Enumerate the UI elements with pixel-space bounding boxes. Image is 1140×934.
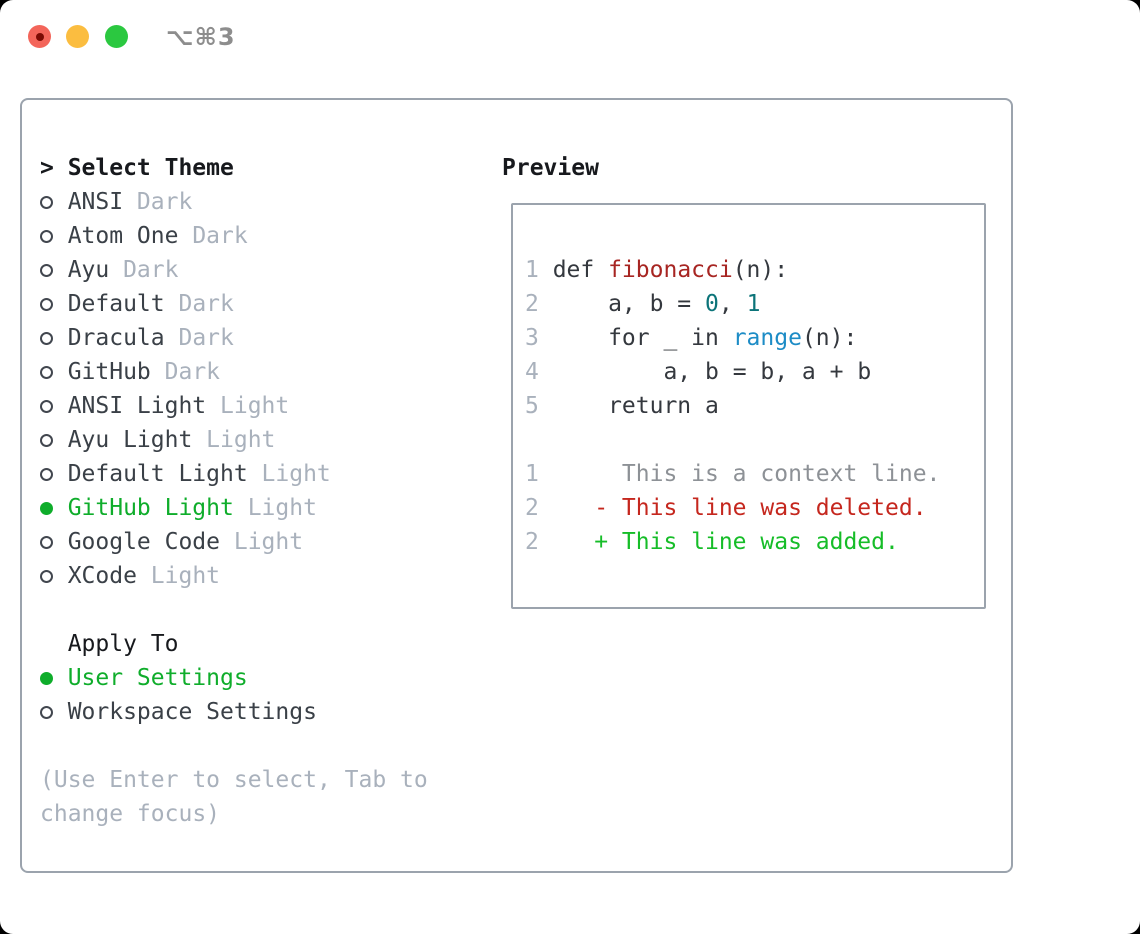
radio-icon <box>40 229 53 243</box>
blank-line <box>525 423 974 457</box>
spacer <box>40 729 428 763</box>
theme-option-ansi-light[interactable]: ANSI Light Light <box>40 389 428 423</box>
apply-to-title: Apply To <box>67 631 179 657</box>
number-literal: 0 <box>705 291 719 317</box>
theme-option-github-light[interactable]: GitHub Light Light <box>40 491 428 525</box>
radio-icon-selected <box>40 671 53 685</box>
diff-plus-marker: + <box>594 529 609 555</box>
theme-option-github-dark[interactable]: GitHub Dark <box>40 355 428 389</box>
theme-option-google-code[interactable]: Google Code Light <box>40 525 428 559</box>
radio-icon <box>40 535 53 549</box>
function-name: fibonacci <box>608 257 733 283</box>
line-number: 4 <box>525 359 539 385</box>
theme-option-atom-one-dark[interactable]: Atom One Dark <box>40 219 428 253</box>
window-shortcut-label: ⌥⌘3 <box>166 23 236 51</box>
apply-option-workspace-settings[interactable]: Workspace Settings <box>40 695 428 729</box>
line-number: 1 <box>525 461 539 487</box>
theme-option-dracula-dark[interactable]: Dracula Dark <box>40 321 428 355</box>
radio-icon <box>40 263 53 277</box>
minimize-button[interactable] <box>66 25 89 48</box>
select-theme-title: Select Theme <box>67 155 234 181</box>
radio-icon <box>40 331 53 345</box>
builtin-name: range <box>732 325 802 351</box>
radio-icon <box>40 195 53 209</box>
code-line-2: 2 a, b = 0, 1 <box>525 287 974 321</box>
code-line-5: 5 return a <box>525 389 974 423</box>
line-number: 5 <box>525 393 539 419</box>
theme-list: > Select Theme ANSI Dark Atom One Dark A… <box>40 151 428 831</box>
code-line-4: 4 a, b = b, a + b <box>525 355 974 389</box>
radio-icon <box>40 467 53 481</box>
titlebar: ⌥⌘3 <box>0 0 1140 74</box>
theme-option-default-light[interactable]: Default Light Light <box>40 457 428 491</box>
radio-icon <box>40 365 53 379</box>
prompt-icon: > <box>40 155 54 181</box>
code-line-3: 3 for _ in range(n): <box>525 321 974 355</box>
theme-option-ayu-dark[interactable]: Ayu Dark <box>40 253 428 287</box>
diff-added-line: 2+This line was added. <box>525 525 974 559</box>
help-text-line-2: change focus) <box>40 801 221 827</box>
preview-title: Preview <box>502 155 599 181</box>
line-number: 2 <box>525 291 539 317</box>
diff-deleted-line: 2-This line was deleted. <box>525 491 974 525</box>
theme-option-default-dark[interactable]: Default Dark <box>40 287 428 321</box>
apply-option-user-settings[interactable]: User Settings <box>40 661 428 695</box>
theme-option-ansi-dark[interactable]: ANSI Dark <box>40 185 428 219</box>
radio-icon <box>40 705 53 719</box>
radio-icon <box>40 569 53 583</box>
select-theme-header: > Select Theme <box>40 151 428 185</box>
line-number: 3 <box>525 325 539 351</box>
line-number: 2 <box>525 529 539 555</box>
number-literal: 1 <box>746 291 761 317</box>
radio-icon <box>40 399 53 413</box>
radio-icon <box>40 433 53 447</box>
radio-icon-selected <box>40 501 53 515</box>
close-button[interactable] <box>28 25 51 48</box>
radio-icon <box>40 297 53 311</box>
close-dot-icon <box>35 32 44 41</box>
zoom-button[interactable] <box>105 25 128 48</box>
line-number: 2 <box>525 495 539 521</box>
theme-option-ayu-light[interactable]: Ayu Light Light <box>40 423 428 457</box>
theme-picker-panel: > Select Theme ANSI Dark Atom One Dark A… <box>20 98 1013 873</box>
spacer <box>40 593 428 627</box>
help-text-line-1: (Use Enter to select, Tab to <box>40 767 428 793</box>
apply-to-header: Apply To <box>40 627 428 661</box>
diff-minus-marker: - <box>594 495 609 521</box>
line-number: 1 <box>525 257 539 283</box>
theme-option-xcode[interactable]: XCode Light <box>40 559 428 593</box>
